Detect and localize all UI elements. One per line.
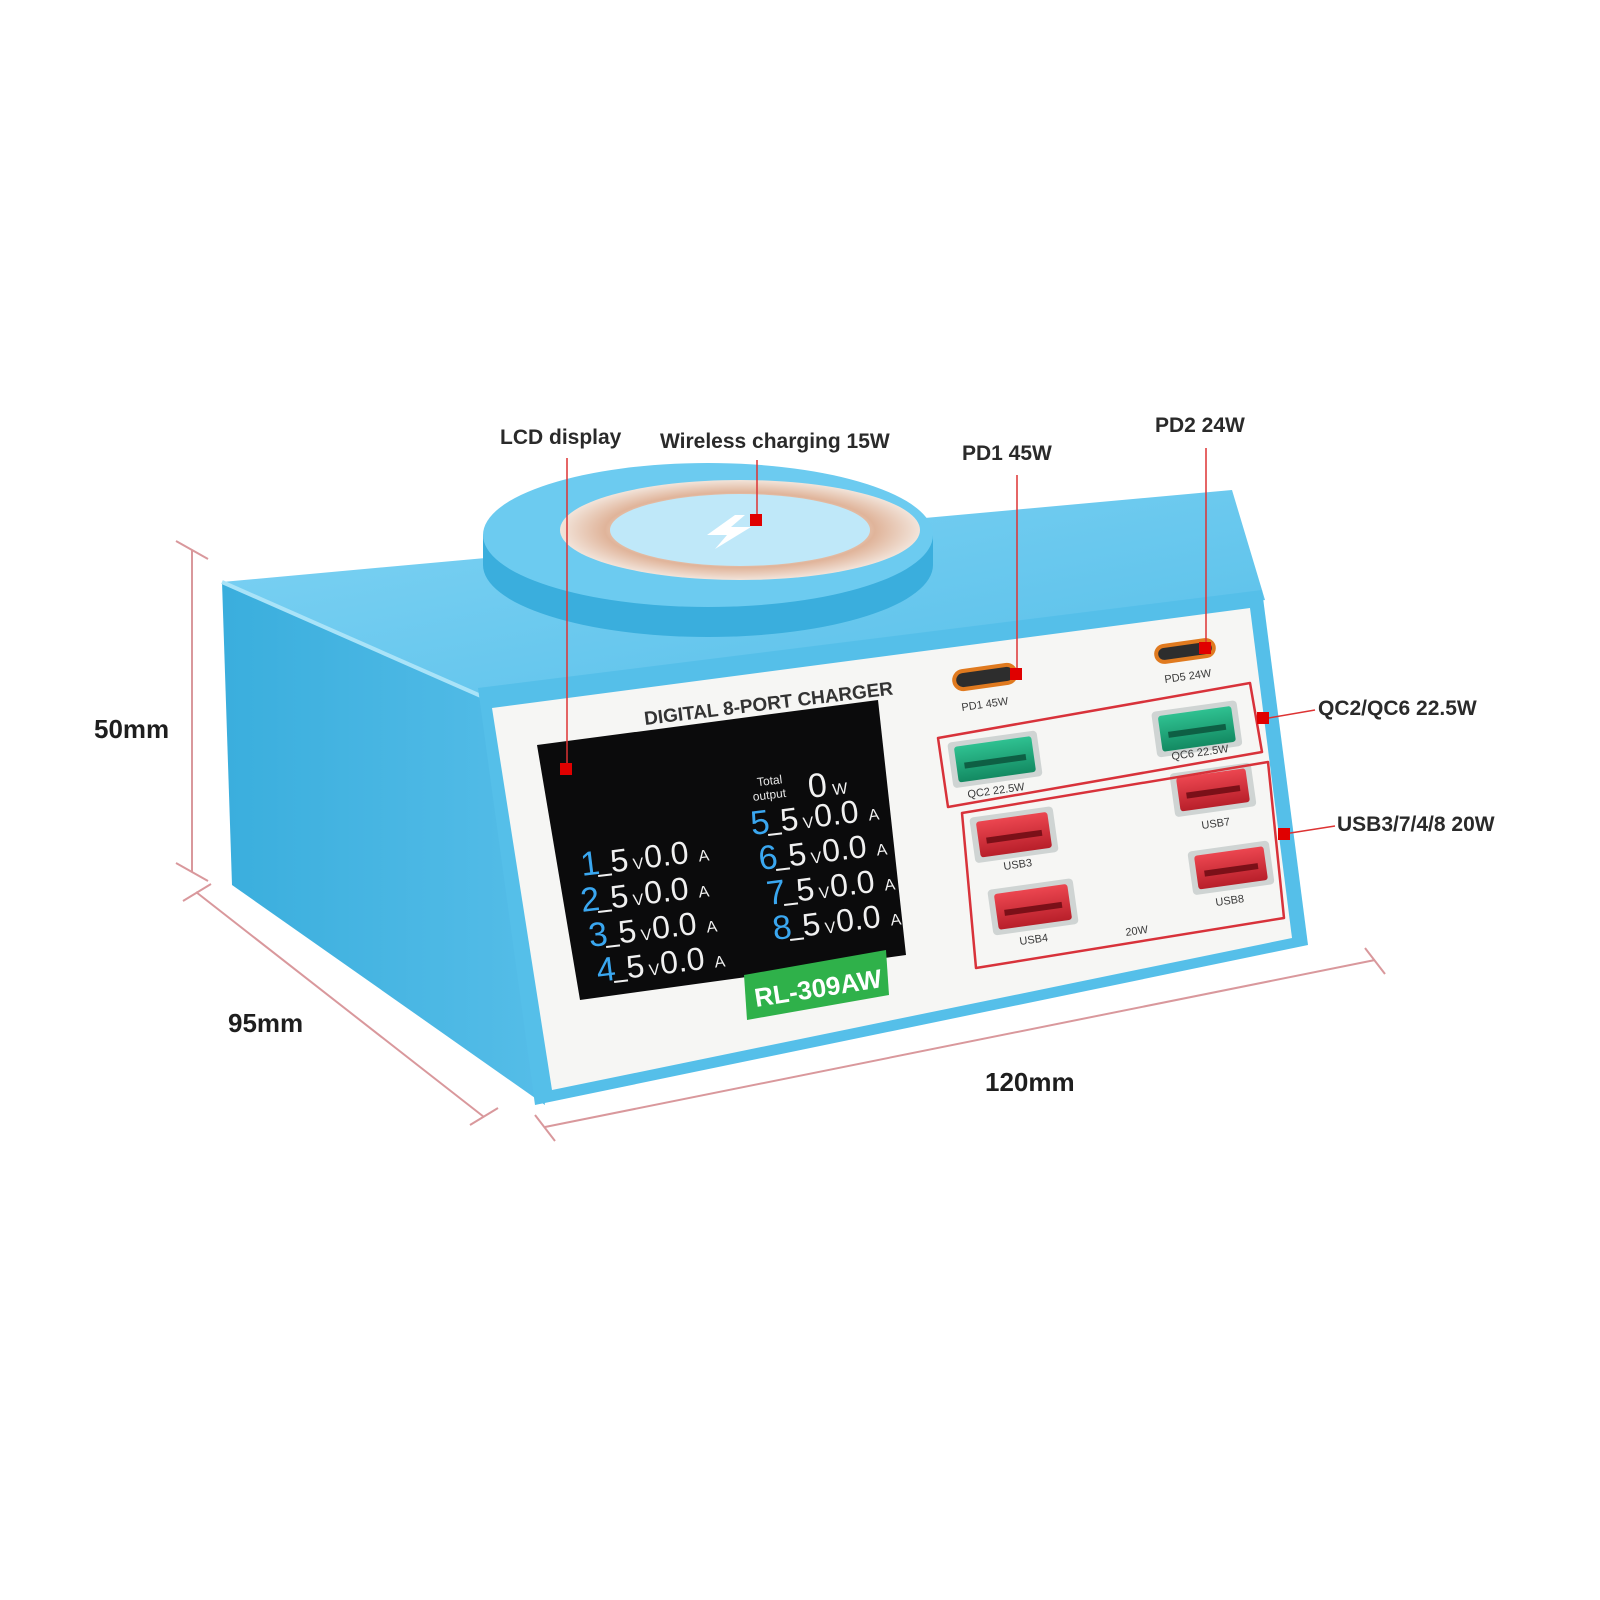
channel-current: 0.0	[658, 940, 707, 981]
channel-separator	[598, 909, 613, 914]
channel-number: 6	[756, 838, 779, 878]
channel-voltage-unit: V	[802, 814, 815, 832]
channel-number: 8	[770, 908, 793, 948]
charger-side-face	[222, 582, 545, 1105]
channel-current-unit: A	[876, 841, 889, 859]
channel-current: 0.0	[828, 863, 877, 904]
total-label-line1: Total	[756, 772, 783, 789]
channel-voltage-unit: V	[648, 961, 661, 979]
callout-leaders	[566, 448, 1336, 835]
usb-group-outline	[960, 760, 1286, 970]
usb3-port-label: USB3	[1003, 857, 1033, 873]
channel-current-unit: A	[698, 847, 711, 865]
usb7-port-icon	[1169, 762, 1257, 817]
channel-voltage: 5	[608, 841, 630, 879]
channel-voltage: 5	[794, 870, 816, 908]
dimension-lines	[175, 540, 1386, 1142]
channel-voltage: 5	[608, 877, 630, 915]
lcd-screen	[537, 700, 906, 1000]
channel-separator	[598, 873, 613, 878]
lcd-total-output: Total output 0 W	[752, 766, 850, 806]
channel-voltage: 5	[786, 835, 808, 873]
channel-number: 4	[594, 950, 617, 990]
total-label-line2: output	[752, 786, 787, 804]
channel-voltage: 5	[616, 912, 638, 950]
channel-voltage-unit: V	[640, 926, 653, 944]
callout-markers	[560, 514, 1290, 840]
channel-voltage: 5	[624, 947, 646, 985]
channel-separator	[614, 979, 629, 984]
total-output-unit: W	[832, 780, 850, 799]
channel-number: 3	[586, 915, 609, 955]
channel-separator	[768, 832, 783, 837]
channel-current-unit: A	[884, 876, 897, 894]
channel-voltage-unit: V	[632, 855, 645, 873]
channel-voltage: 5	[778, 800, 800, 838]
channel-voltage: 5	[800, 905, 822, 943]
channel-current: 0.0	[812, 793, 861, 834]
channel-voltage-unit: V	[824, 919, 837, 937]
callout-qc: QC2/QC6 22.5W	[1318, 697, 1477, 720]
channel-voltage-unit: V	[632, 891, 645, 909]
channel-number: 7	[764, 873, 787, 913]
usb4-port-label: USB4	[1019, 932, 1049, 948]
channel-separator	[790, 937, 805, 942]
channel-current: 0.0	[820, 828, 869, 869]
usb8-port-icon	[1187, 840, 1275, 895]
usb3-port-icon	[969, 806, 1059, 863]
channel-voltage-unit: V	[810, 849, 823, 867]
usb7-port-label: USB7	[1201, 816, 1231, 832]
channel-number: 5	[748, 803, 771, 843]
channel-separator	[784, 902, 799, 907]
qc2-port-icon	[947, 730, 1043, 788]
usb8-port-label: USB8	[1215, 893, 1245, 909]
callout-lcd-display: LCD display	[500, 426, 622, 449]
channel-current-unit: A	[706, 918, 719, 936]
channel-number: 2	[578, 880, 601, 920]
lightning-icon	[707, 515, 751, 549]
channel-number: 1	[578, 844, 601, 884]
channel-current: 0.0	[642, 834, 691, 875]
callout-pd1: PD1 45W	[962, 442, 1052, 465]
qc6-port-icon	[1151, 700, 1243, 758]
dimension-depth: 95mm	[228, 1008, 304, 1038]
dimension-width: 120mm	[985, 1067, 1075, 1097]
channel-current-unit: A	[890, 911, 903, 929]
callout-wireless-charging: Wireless charging 15W	[660, 430, 890, 453]
model-badge	[744, 950, 889, 1020]
channel-current: 0.0	[642, 870, 691, 911]
usb4-port-icon	[987, 878, 1079, 936]
qc-group-outline	[936, 681, 1264, 809]
wireless-charging-pad	[483, 463, 933, 637]
channel-current-unit: A	[868, 806, 881, 824]
callout-pd2: PD2 24W	[1155, 414, 1245, 437]
total-output-value: 0	[806, 766, 829, 806]
channel-separator	[776, 867, 791, 872]
channel-voltage-unit: V	[818, 884, 831, 902]
channel-current-unit: A	[698, 883, 711, 901]
channel-separator	[606, 944, 621, 949]
channel-current: 0.0	[834, 898, 883, 939]
usb-group-rating: 20W	[1125, 924, 1150, 939]
channel-current: 0.0	[650, 905, 699, 946]
dimension-height: 50mm	[94, 714, 170, 744]
channel-current-unit: A	[714, 953, 727, 971]
callout-usb: USB3/7/4/8 20W	[1337, 813, 1495, 836]
